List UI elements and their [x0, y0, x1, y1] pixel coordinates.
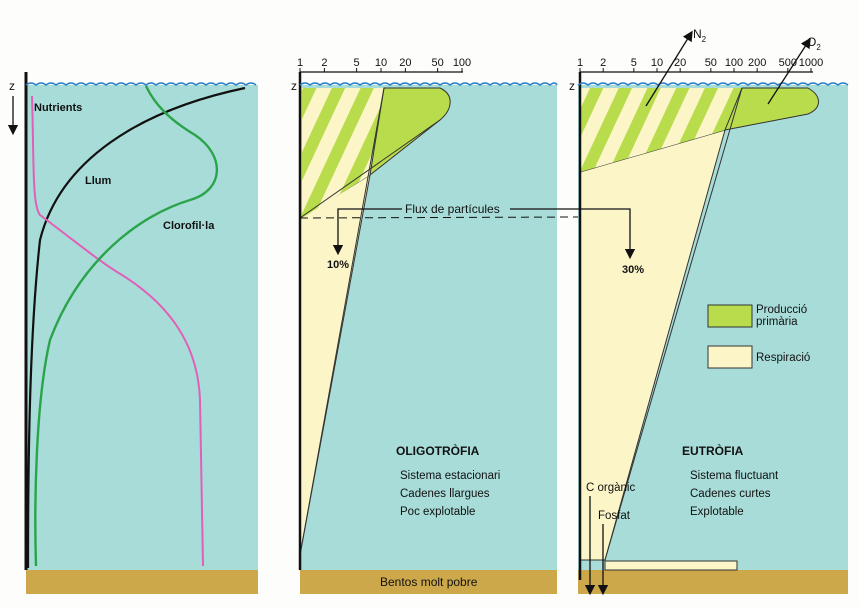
right-flux-percent: 30% [622, 264, 644, 276]
nutrients-label: Nutrients [34, 102, 82, 114]
right-tick-label: 10 [651, 57, 663, 69]
middle-respiration-area [302, 88, 384, 218]
o2-label: O2 [807, 35, 821, 52]
n2-arrow [645, 30, 693, 107]
right-production-area [724, 87, 819, 131]
right-respiration-line [604, 87, 743, 561]
right-tick-label: 50 [705, 57, 717, 69]
light-label: Llum [85, 175, 111, 187]
right-line-2: Cadenes curtes [690, 488, 771, 500]
middle-respiration-line [299, 87, 385, 556]
right-sediment [578, 570, 848, 594]
middle-line-1: Sistema estacionari [400, 470, 500, 482]
left-panel: z Nutrients Llum Clorofil·la [7, 72, 258, 594]
middle-sediment [300, 570, 557, 594]
middle-tick-label: 5 [354, 57, 360, 69]
nutrients-curve [31, 95, 204, 567]
middle-surface-wave [299, 82, 558, 86]
middle-z-label: z [291, 79, 297, 93]
legend-production-swatch [707, 304, 753, 328]
middle-tick-label: 2 [321, 57, 327, 69]
legend-production-label-1: Producció [756, 304, 807, 316]
middle-tick-label: 10 [375, 57, 387, 69]
o2-arrow [767, 37, 811, 105]
middle-title: OLIGOTRÒFIA [396, 443, 480, 458]
right-respiration-area [580, 88, 742, 172]
flux-label: Flux de partícules [405, 202, 500, 216]
chlorophyll-label: Clorofil·la [163, 220, 215, 232]
middle-tick-label: 1 [297, 57, 303, 69]
legend-respiration-swatch [707, 345, 753, 369]
right-surface-wave [577, 82, 849, 86]
right-title: EUTRÒFIA [682, 443, 744, 458]
middle-top-ticks: 1 2 5 10 20 50 100 [297, 57, 471, 72]
n2-label: N2 [693, 27, 707, 44]
middle-tick-label: 20 [399, 57, 411, 69]
legend-production-label-2: primària [756, 316, 798, 328]
right-tick-label: 200 [748, 57, 766, 69]
middle-production-area [369, 87, 451, 177]
right-tick-label: 5 [631, 57, 637, 69]
middle-flux-percent: 10% [327, 259, 349, 271]
middle-line-2: Cadenes llargues [400, 488, 490, 500]
light-curve [26, 86, 246, 569]
left-water [26, 85, 258, 570]
right-tick-label: 2 [600, 57, 606, 69]
benthos-label: Bentos molt pobre [380, 575, 478, 589]
right-tick-label: 1000 [799, 57, 823, 69]
right-tick-label: 20 [674, 57, 686, 69]
right-z-label: z [569, 79, 575, 93]
middle-line-3: Poc explotable [400, 506, 475, 518]
middle-tick-label: 100 [453, 57, 471, 69]
phosphate-label: Fosfat [598, 510, 631, 522]
phosphate-bar [604, 560, 738, 571]
middle-tick-label: 50 [431, 57, 443, 69]
right-tick-label: 100 [725, 57, 743, 69]
carbon-label: C orgànic [586, 482, 635, 494]
right-line-1: Sistema fluctuant [690, 470, 779, 482]
middle-panel: 1 2 5 10 20 50 100 z 10% Flux de partícules OL… [291, 57, 558, 594]
chlorophyll-curve [34, 85, 219, 567]
left-surface-wave [25, 82, 257, 86]
left-z-label: z [9, 79, 15, 93]
middle-production-edge [299, 119, 441, 219]
right-flux-arrow [510, 208, 636, 260]
right-line-3: Explotable [690, 506, 744, 518]
middle-flux-arrow [332, 208, 402, 256]
legend-respiration-label: Respiració [756, 352, 810, 364]
left-sediment [26, 570, 258, 594]
right-tick-label: 1 [577, 57, 583, 69]
